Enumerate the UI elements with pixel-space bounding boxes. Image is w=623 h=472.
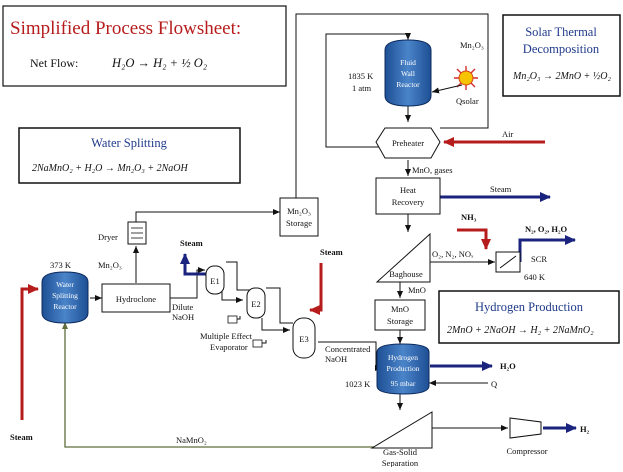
conc-naoh-label-2: NaOH (325, 354, 347, 364)
gas-solid-label-2: Separation (382, 458, 419, 467)
dilute-naoh-label-1: Dilute (172, 302, 193, 312)
compressor-unit: Compressor (506, 417, 548, 456)
e2-label: E2 (251, 299, 260, 309)
baghouse-unit: Baghouse (375, 232, 431, 283)
qsolar-label: Qsolar (456, 96, 479, 106)
heat-recovery-label-2: Recovery (392, 197, 425, 207)
hydrogen-box-title: Hydrogen Production (475, 300, 584, 314)
steam-e3-label: Steam (320, 247, 343, 257)
mno-storage-label-1: MnO (391, 304, 409, 314)
scr-temp-label: 640 K (524, 272, 546, 282)
solar-box-title-2: Decomposition (523, 42, 600, 56)
mn2o3-storage-label-1: Mn₂O₃ (287, 206, 311, 216)
evaporator-label-1: Multiple Effect (200, 331, 253, 341)
solar-thermal-box: Solar Thermal Decomposition Mn₂O₃ → 2MnO… (502, 14, 621, 97)
steam-e1-label: Steam (180, 238, 203, 248)
fluid-wall-reactor: Fluid Wall Reactor (384, 39, 432, 107)
solar-box-title-1: Solar Thermal (525, 25, 597, 39)
scr-label: SCR (531, 254, 547, 264)
reactor-label-2: Wall (401, 69, 415, 78)
solar-box-equation: Mn₂O₃ → 2MnO + ½O₂ (512, 71, 612, 82)
baghouse-label: Baghouse (389, 269, 423, 279)
evaporator-label-2: Evaporator (210, 342, 248, 352)
heat-recovery-label-1: Heat (400, 185, 417, 195)
hydrogen-production-unit: Hydrogen Production 95 mbar (376, 343, 430, 395)
mno-storage-label-2: Storage (387, 316, 413, 326)
net-flow-equation: H₂O → H₂ + ½ O₂ (111, 56, 208, 70)
mn2o3-top-label: Mn₂O₃ (460, 40, 484, 50)
mn2o3-storage-label-2: Storage (286, 218, 312, 228)
condensate-box-2 (252, 339, 263, 348)
e3-label: E3 (299, 334, 308, 344)
baghouse-gas-label: O₂, N₂, NOₓ (432, 249, 474, 259)
hydrogen-pressure-label: 95 mbar (391, 379, 416, 388)
reactor-label-3: Reactor (396, 80, 420, 89)
air-label: Air (502, 129, 514, 139)
q-label: Q (491, 379, 497, 389)
steam-e3-arrow (309, 263, 323, 315)
net-flow-label: Net Flow: (30, 56, 78, 70)
namno2-recycle-line (62, 322, 375, 448)
gas-solid-separation-unit: Gas-Solid Separation (370, 411, 433, 468)
steam-in-arrow (20, 284, 39, 420)
e1-label: E1 (210, 276, 219, 286)
mno-storage-unit: MnO Storage (374, 299, 426, 331)
steam-in-label: Steam (10, 432, 33, 442)
preheater-label: Preheater (392, 138, 424, 148)
sun-icon (431, 66, 478, 94)
hydrogen-unit-label-2: Production (387, 364, 420, 373)
title-box: Simplified Process Flowsheet: Net Flow: … (2, 5, 287, 87)
dryer-unit: Dryer (98, 221, 147, 245)
heat-recovery-unit: Heat Recovery (375, 177, 441, 215)
water-box-equation: 2NaMnO₂ + H₂O → Mn₂O₃ + 2NaOH (32, 163, 189, 174)
water-reactor-label-3: Reactor (53, 302, 77, 311)
process-lines (90, 13, 508, 431)
water-reactor-label-2: Splitting (52, 291, 78, 300)
reactor-label-1: Fluid (400, 58, 416, 67)
hydrogen-unit-label-1: Hydrogen (388, 353, 418, 362)
dilute-naoh-label-2: NaOH (172, 312, 194, 322)
evaporator-e2: E2 (246, 287, 266, 319)
dryer-label: Dryer (98, 232, 118, 242)
preheater-unit: Preheater (375, 127, 441, 159)
evaporator-e1: E1 (205, 265, 225, 295)
reactor-pressure-label: 1 atm (352, 83, 372, 93)
steam-out-label: Steam (490, 184, 512, 194)
hydrogen-box-equation: 2MnO + 2NaOH → H₂ + 2NaMnO₂ (447, 325, 594, 336)
water-splitting-box: Water Splitting 2NaMnO₂ + H₂O → Mn₂O₃ + … (18, 127, 241, 184)
nh3-label: NH₃ (461, 212, 477, 222)
h2o-out-label: H₂O (500, 361, 516, 371)
hydroclone-label: Hydroclone (116, 294, 156, 304)
hydrogen-temp-label: 1023 K (345, 379, 371, 389)
steam-e1-arrow (180, 253, 208, 276)
mn2o3-storage-unit: Mn₂O₃ Storage (279, 197, 319, 237)
page-title: Simplified Process Flowsheet: (10, 18, 241, 39)
input-arrows (20, 137, 545, 420)
water-reactor-label-1: Water (56, 280, 74, 289)
condensate-box-1 (227, 315, 238, 324)
h2-out-label: H₂ (580, 424, 590, 434)
reactor-temp-label: 1835 K (348, 71, 374, 81)
scr-out-arrow (518, 235, 576, 262)
mn2o3-left-label: Mn₂O₃ (98, 260, 122, 270)
hydroclone-unit: Hydroclone (101, 283, 171, 313)
evaporator-e3: E3 (292, 317, 316, 359)
namno2-label: NaMnO₂ (176, 435, 207, 445)
compressor-label: Compressor (506, 446, 547, 456)
scr-unit: SCR (495, 251, 547, 273)
water-reactor-temp-label: 373 K (50, 260, 72, 270)
nh3-arrow (457, 228, 491, 250)
conc-naoh-label-1: Concentrated (325, 344, 371, 354)
scr-out-label: N₂, O₂, H₂O (525, 224, 568, 234)
gas-solid-label-1: Gas-Solid (383, 447, 418, 457)
mno-gases-label: MnO, gases (412, 165, 453, 175)
stream-labels: 1835 K 1 atm Mn₂O₃ Qsolar Air MnO, gases… (10, 40, 590, 445)
hydrogen-production-box: Hydrogen Production 2MnO + 2NaOH → H₂ + … (438, 290, 620, 344)
mno-label: MnO (408, 285, 426, 295)
water-box-title: Water Splitting (91, 136, 167, 150)
water-splitting-reactor: Water Splitting Reactor (41, 271, 89, 324)
